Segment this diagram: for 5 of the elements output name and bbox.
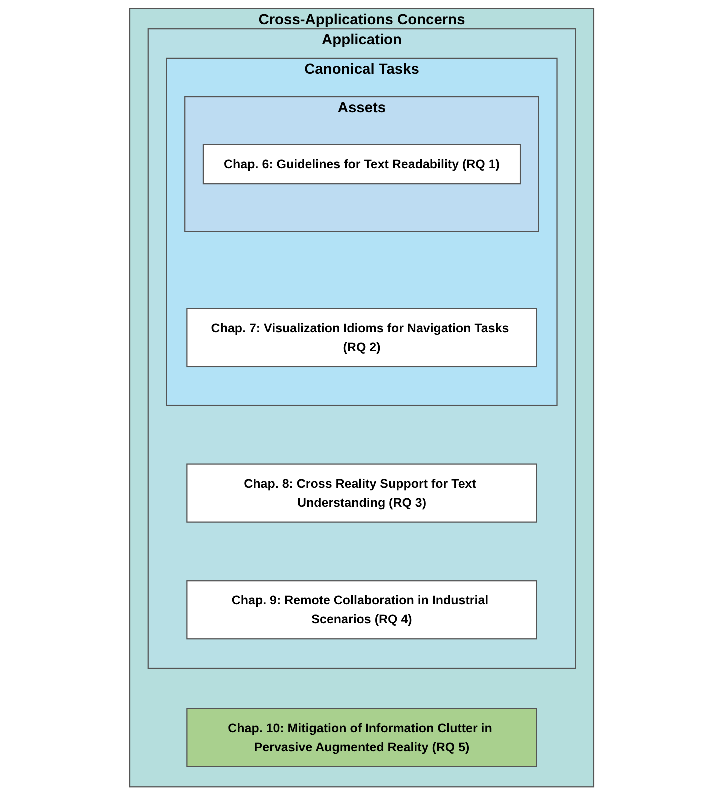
node-box: Chap. 8: Cross Reality Support for Text Understanding (RQ 3) [186, 463, 538, 522]
node-box: Chap. 9: Remote Collaboration in Industrial Scenarios (RQ 4) [186, 580, 538, 640]
node-box: Chap. 6: Guidelines for Text Readability (RQ 1) [202, 144, 522, 184]
node-box: Chap. 7: Visualization Idioms for Navigation Tasks (RQ 2) [186, 308, 538, 368]
node-box: Chap. 10: Mitigation of Information Clutter in Pervasive Augmented Reality (RQ 5) [186, 708, 538, 767]
